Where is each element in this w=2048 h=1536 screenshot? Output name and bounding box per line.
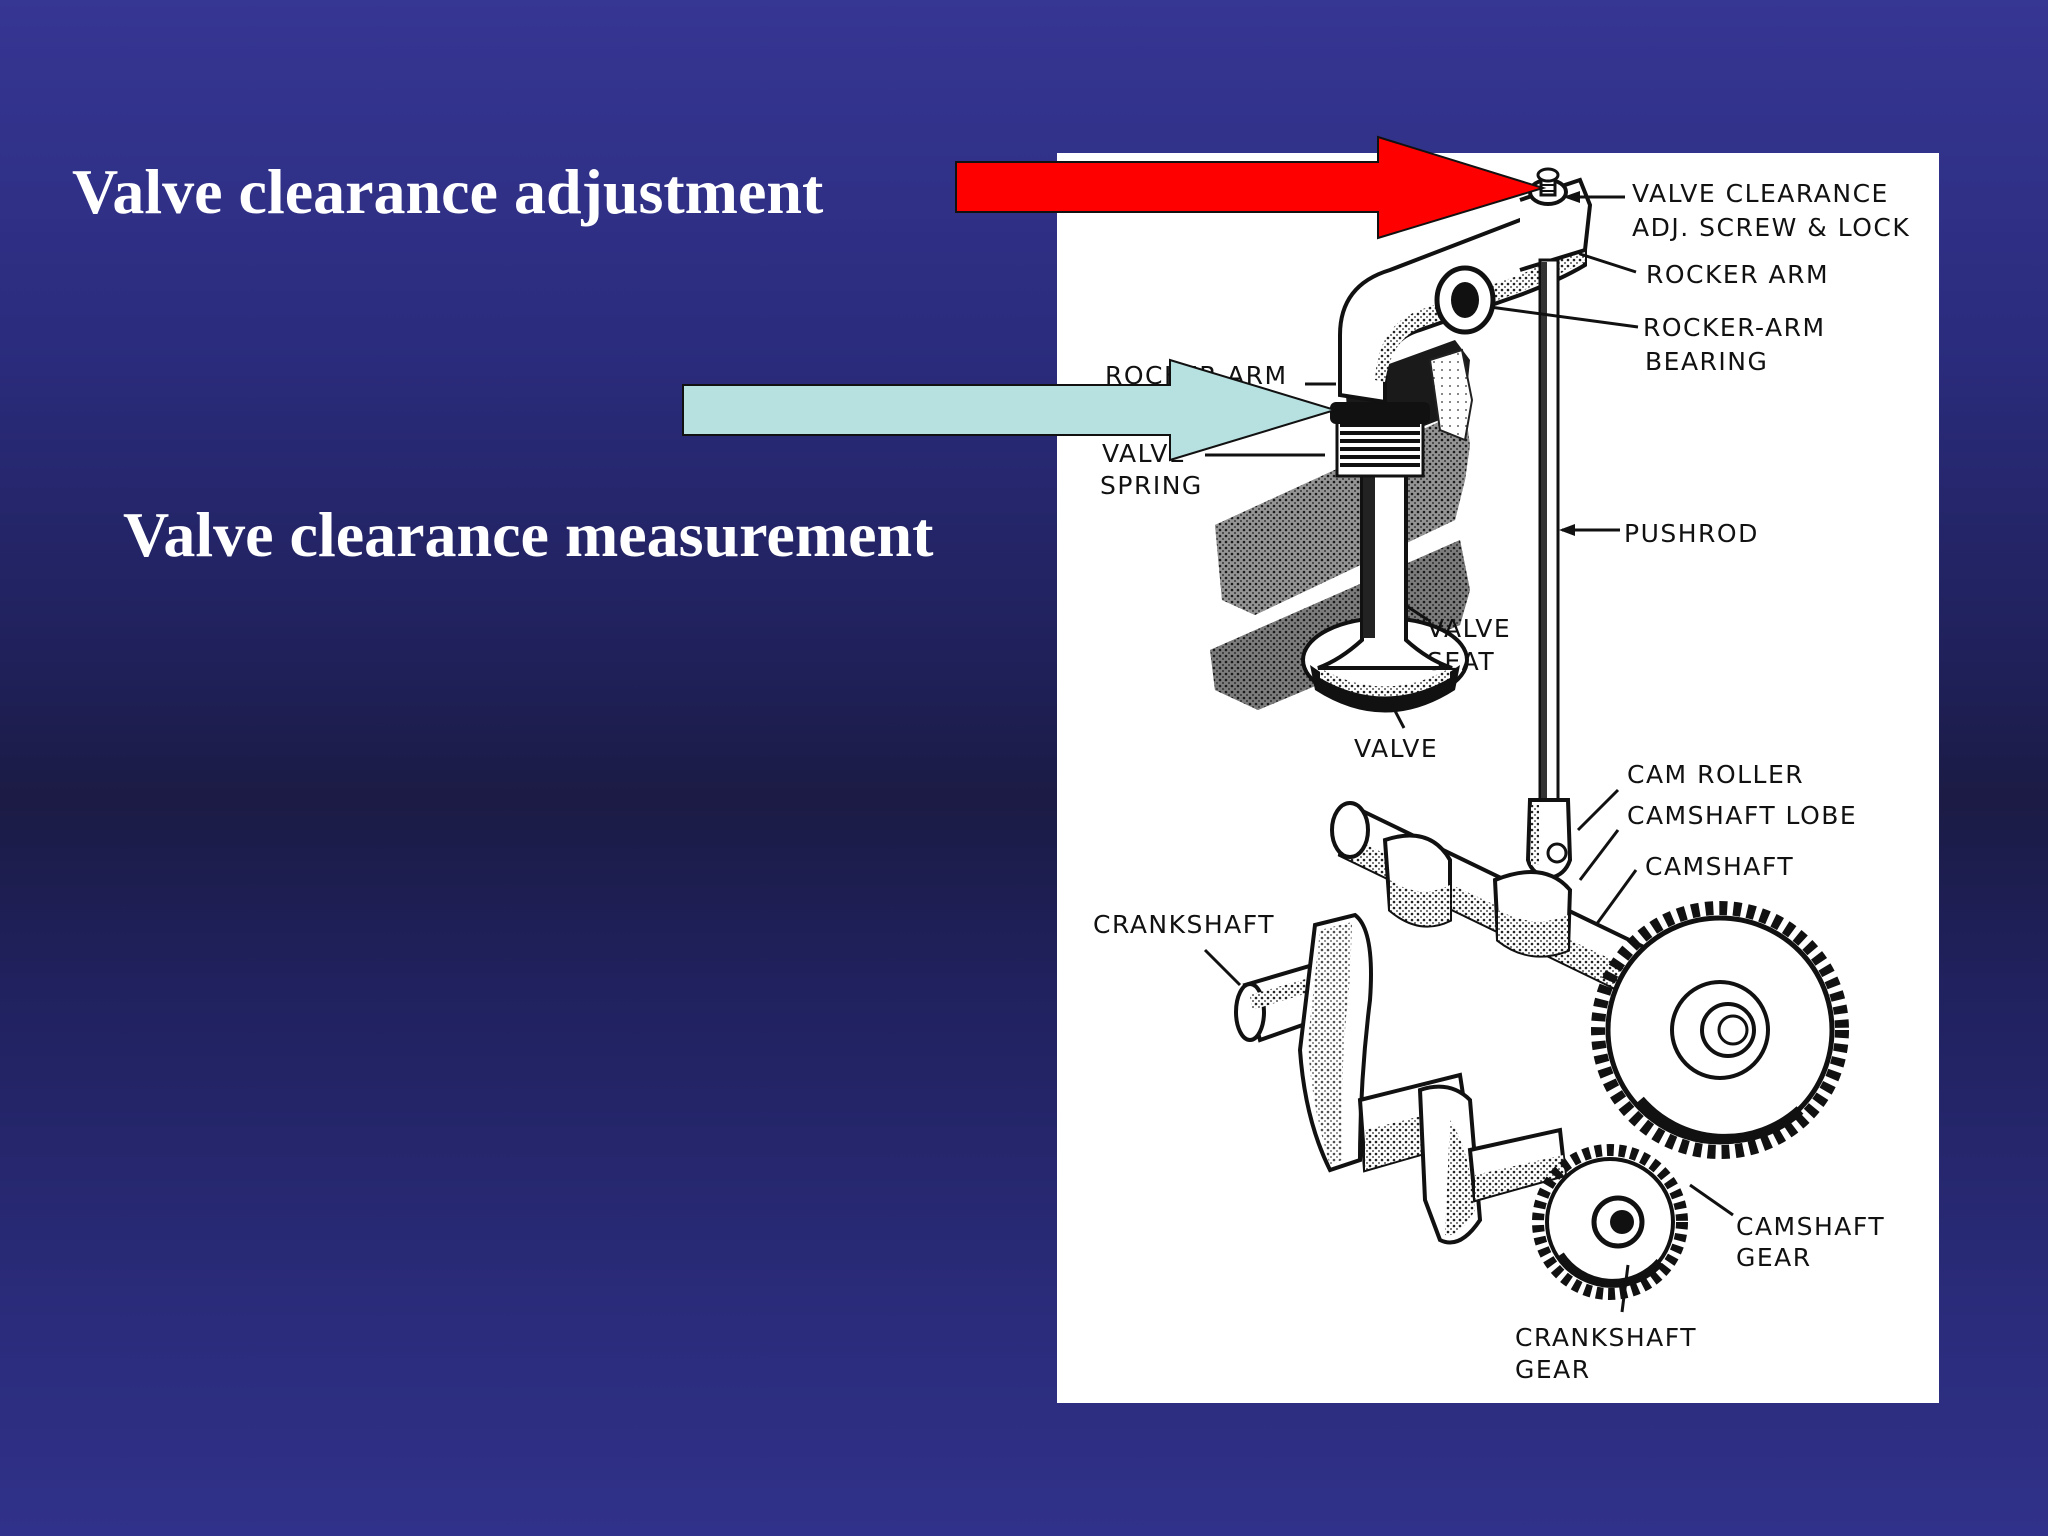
- label-rocker-arm: ROCKER ARM: [1646, 260, 1829, 289]
- rocker-arm-drawing: [1338, 167, 1593, 405]
- label-cam-roller: CAM ROLLER: [1627, 760, 1804, 789]
- label-rocker-arm-bearing: ROCKER-ARM: [1643, 313, 1826, 342]
- crankshaft-drawing: [1234, 912, 1568, 1245]
- label-valve-spring-2: SPRING: [1100, 471, 1203, 500]
- crankshaft-gear-drawing: [1532, 1144, 1688, 1300]
- label-camshaft-gear-1: CAMSHAFT: [1736, 1212, 1885, 1241]
- pushrod-drawing: [1525, 258, 1573, 881]
- label-valve-seat-2: SEAT: [1427, 647, 1495, 676]
- camshaft-drawing: [1330, 801, 1653, 1003]
- label-crankshaft-gear-2: GEAR: [1515, 1355, 1591, 1384]
- label-valve-clearance: VALVE CLEARANCE: [1632, 179, 1889, 208]
- label-camshaft: CAMSHAFT: [1645, 852, 1794, 881]
- label-crankshaft-gear-1: CRANKSHAFT: [1515, 1323, 1697, 1352]
- leader-lines: [1203, 191, 1734, 1313]
- title-valve-clearance-adjustment: Valve clearance adjustment: [72, 156, 824, 227]
- label-camshaft-lobe: CAMSHAFT LOBE: [1627, 801, 1857, 830]
- valve-assembly-drawing: [1301, 402, 1469, 713]
- label-valve: VALVE: [1354, 734, 1438, 763]
- measurement-arrow: [682, 358, 1339, 462]
- camshaft-gear-drawing: [1591, 901, 1849, 1159]
- diagram-labels: VALVE CLEARANCE ADJ. SCREW & LOCK ROCKER…: [1093, 179, 1910, 1384]
- label-crankshaft: CRANKSHAFT: [1093, 910, 1275, 939]
- label-camshaft-gear-2: GEAR: [1736, 1243, 1812, 1272]
- label-adj-screw-lock: ADJ. SCREW & LOCK: [1632, 213, 1910, 242]
- label-bearing: BEARING: [1645, 347, 1768, 376]
- title-valve-clearance-measurement: Valve clearance measurement: [123, 499, 934, 570]
- adjustment-arrow: [955, 135, 1547, 240]
- label-valve-seat-1: VALVE: [1427, 614, 1511, 643]
- label-pushrod: PUSHROD: [1624, 519, 1759, 548]
